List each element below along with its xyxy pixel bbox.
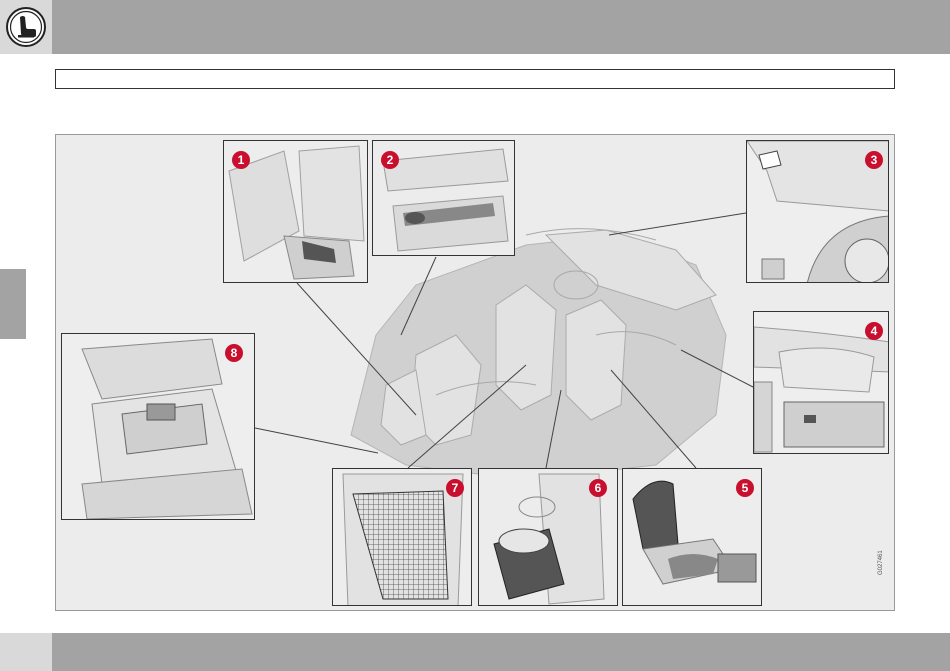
- header-bar: [0, 0, 950, 54]
- inset-cup-holder: 6: [478, 468, 618, 606]
- seat-icon: [5, 6, 47, 48]
- callout-badge-4: 4: [865, 322, 883, 340]
- page-title: [55, 69, 895, 89]
- inset-ticket-holder: 3: [746, 140, 889, 283]
- callout-badge-1: 1: [232, 151, 250, 169]
- cargo-drawing: [62, 334, 255, 520]
- callout-badge-5: 5: [736, 479, 754, 497]
- page-number-tab: [0, 633, 52, 671]
- inset-door-pocket: 2: [372, 140, 515, 256]
- callout-badge-6: 6: [589, 479, 607, 497]
- inset-glovebox: 4: [753, 311, 889, 454]
- chapter-side-tab: [0, 269, 26, 339]
- footer-bar: [0, 633, 950, 671]
- figure-reference-code: G027461: [878, 550, 884, 575]
- chapter-icon-tab: [0, 0, 52, 54]
- inset-seat-net-pocket: 7: [332, 468, 472, 606]
- callout-badge-7: 7: [446, 479, 464, 497]
- callout-badge-8: 8: [225, 344, 243, 362]
- callout-badge-3: 3: [865, 151, 883, 169]
- inset-armrest-console: 5: [622, 468, 762, 606]
- callout-badge-2: 2: [381, 151, 399, 169]
- inset-rear-seat-storage: 1: [223, 140, 368, 283]
- interior-storage-illustration: 1 2 3 4: [55, 134, 895, 611]
- inset-cargo-compartment: 8: [61, 333, 255, 520]
